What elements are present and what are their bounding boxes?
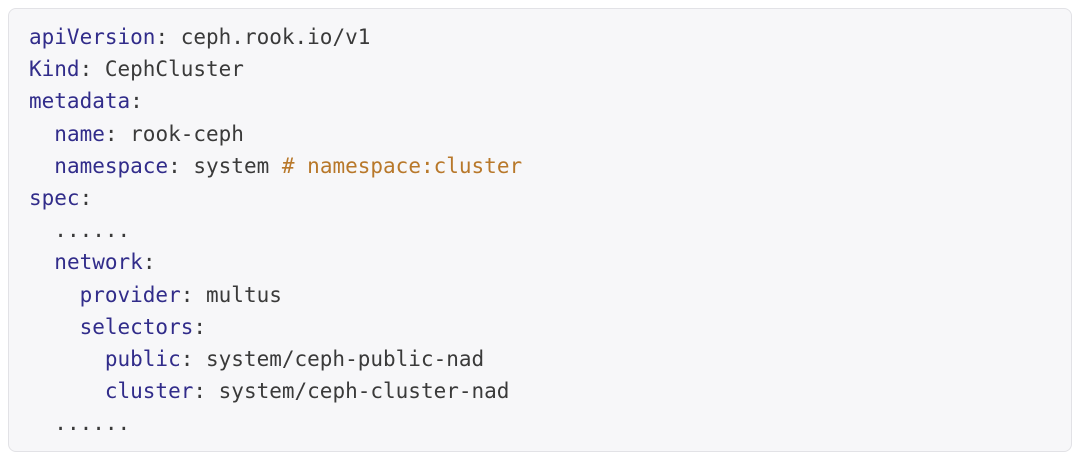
- code-token-plain: : rook-ceph: [104, 121, 244, 146]
- code-token-plain: : CephCluster: [79, 57, 244, 82]
- code-token-key: public: [104, 347, 181, 372]
- code-line: provider: multus: [29, 279, 1051, 311]
- code-token-key: cluster: [104, 379, 194, 404]
- code-token-key: name: [54, 121, 105, 146]
- code-line: ......: [29, 407, 1051, 439]
- code-token-plain: :: [79, 186, 93, 211]
- code-line: namespace: system # namespace:cluster: [29, 150, 1051, 182]
- code-line: Kind: CephCluster: [29, 53, 1051, 85]
- code-token-comment: # namespace:cluster: [281, 153, 523, 178]
- code-token-plain: ......: [54, 218, 131, 243]
- code-token-plain: :: [130, 89, 143, 114]
- code-token-plain: : system: [168, 153, 282, 178]
- code-token-key: provider: [79, 282, 181, 307]
- code-token-key: namespace: [54, 153, 169, 178]
- code-token-key: apiVersion: [29, 25, 156, 49]
- code-line: network:: [29, 246, 1051, 278]
- code-line: selectors:: [29, 311, 1051, 343]
- code-token-plain: ......: [54, 411, 131, 436]
- code-line: public: system/ceph-public-nad: [29, 343, 1051, 375]
- code-line: name: rook-ceph: [29, 118, 1051, 150]
- code-token-plain: : multus: [180, 282, 282, 307]
- code-line: cluster: system/ceph-cluster-nad: [29, 375, 1051, 407]
- code-token-plain: : system/ceph-public-nad: [180, 347, 485, 372]
- code-line: ......: [29, 214, 1051, 246]
- code-line: metadata:: [29, 85, 1051, 117]
- code-token-key: metadata: [29, 89, 131, 114]
- code-token-key: network: [54, 250, 143, 275]
- code-token-key: selectors: [79, 314, 194, 339]
- code-token-plain: : ceph.rook.io/v1: [155, 25, 371, 49]
- code-line: spec:: [29, 182, 1051, 214]
- code-token-plain: :: [142, 250, 156, 275]
- code-token-plain: :: [193, 314, 207, 339]
- code-token-key: spec: [29, 186, 80, 211]
- code-line: apiVersion: ceph.rook.io/v1: [29, 21, 1051, 53]
- code-token-key: Kind: [29, 57, 80, 82]
- code-token-plain: : system/ceph-cluster-nad: [193, 379, 510, 404]
